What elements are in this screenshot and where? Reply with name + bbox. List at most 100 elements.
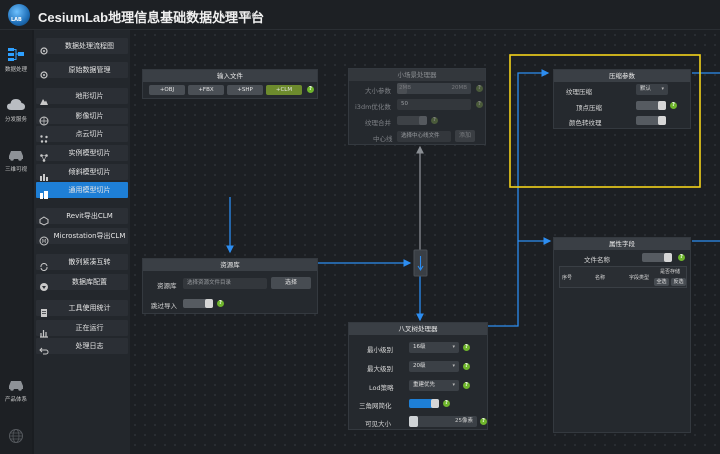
menu-item-2[interactable]: 地形切片	[36, 88, 128, 105]
texture-merge-label: 纹理合并	[365, 119, 391, 127]
menu-item-3[interactable]: 影像切片	[36, 108, 128, 126]
nav-3d-view[interactable]: 三维可视	[0, 146, 32, 173]
gear-icon	[39, 41, 49, 55]
cloud-icon	[7, 99, 25, 110]
menu-item-8[interactable]: Revit导出CLM	[36, 208, 128, 226]
add-shp-button[interactable]: +SHP	[227, 85, 263, 95]
nav-distribution[interactable]: 分发服务	[0, 96, 32, 123]
resource-library-label: 资源库	[157, 282, 177, 290]
file-name-label: 文件名称	[584, 256, 610, 264]
cesiumlab-logo-icon: LAB	[8, 4, 30, 26]
nav-label-data-process: 数据处理	[4, 67, 27, 73]
menu-item-label: 点云切片	[75, 130, 104, 138]
resource-library-node[interactable]: 资源库 资源库 选择资源文件目录 选择 跳过导入 ?	[142, 258, 318, 314]
nav-data-process[interactable]: 数据处理	[0, 46, 32, 73]
database-icon	[39, 277, 49, 291]
texture-compress-select[interactable]: 默认▾	[636, 84, 668, 95]
toggle-knob	[431, 399, 439, 408]
texture-merge-toggle[interactable]	[397, 116, 427, 125]
menu-item-0[interactable]: 数据处理流程图	[36, 38, 128, 55]
app-title: CesiumLab地理信息基础数据处理平台	[38, 10, 265, 25]
menu-item-7[interactable]: 通用模型切片	[36, 182, 128, 199]
octree-node[interactable]: 八叉树处理器 最小级别 16级▾ ? 最大级别 20级▾ ? Lod策略 重建优…	[348, 322, 488, 430]
menu-item-13[interactable]: 正在运行	[36, 320, 128, 338]
add-clm-button[interactable]: +CLM	[266, 85, 302, 95]
globe-icon	[39, 111, 49, 126]
size-min-value: 2MB	[399, 85, 412, 91]
menu-item-6[interactable]: 倾斜模型切片	[36, 164, 128, 181]
select-all-button[interactable]: 全选	[654, 278, 669, 286]
help-icon[interactable]: ?	[443, 400, 450, 407]
revit-icon	[39, 211, 49, 226]
microstation-icon: M	[39, 231, 49, 246]
min-level-value: 16级	[413, 344, 426, 350]
skip-import-toggle[interactable]	[183, 299, 213, 308]
attribute-fields-node[interactable]: 属性字段 文件名称 ? 序号 名称 字段类型 是否存储 全选 反选	[553, 237, 691, 433]
input-files-node[interactable]: 输入文件 +OBJ +FBX +SHP +CLM ?	[142, 69, 318, 99]
visible-size-slider[interactable]: 25像素	[409, 416, 477, 427]
menu-item-4[interactable]: 点云切片	[36, 126, 128, 143]
help-icon[interactable]: ?	[476, 101, 483, 108]
color-to-texture-toggle[interactable]	[636, 116, 666, 125]
menu-item-12[interactable]: 工具使用统计	[36, 300, 128, 317]
help-icon[interactable]: ?	[678, 254, 685, 261]
resource-dir-input[interactable]: 选择资源文件目录	[183, 278, 267, 289]
menu-item-14[interactable]: 处理日志	[36, 338, 128, 355]
add-center-line-button[interactable]: 添加	[455, 130, 475, 142]
add-fbx-button[interactable]: +FBX	[188, 85, 224, 95]
document-icon	[39, 303, 49, 317]
size-param-label: 大小参数	[365, 87, 391, 95]
menu-item-5[interactable]: 实例模型切片	[36, 145, 128, 162]
chart-icon	[39, 323, 49, 338]
size-param-slider[interactable]: 2MB 20MB	[397, 83, 471, 94]
center-line-label: 中心线	[373, 135, 393, 143]
help-icon[interactable]: ?	[431, 117, 438, 124]
menu-item-1[interactable]: 原始数据管理	[36, 62, 128, 79]
skip-import-label: 跳过导入	[151, 302, 177, 310]
menu-item-10[interactable]: 散列紧凑互转	[36, 254, 128, 272]
help-icon[interactable]: ?	[463, 344, 470, 351]
slider-handle[interactable]	[409, 416, 418, 427]
lod-select[interactable]: 重建优先▾	[409, 380, 459, 391]
help-icon[interactable]: ?	[670, 102, 677, 109]
menu-item-label: 正在运行	[75, 324, 104, 332]
visible-size-value: 25像素	[455, 418, 473, 424]
i3dm-input[interactable]: 50	[397, 99, 471, 110]
max-level-value: 20级	[413, 363, 426, 369]
select-dir-button[interactable]: 选择	[271, 277, 311, 289]
flow-canvas[interactable]: 输入文件 +OBJ +FBX +SHP +CLM ? 资源库 资源库 选择资源文…	[130, 30, 720, 454]
help-icon[interactable]: ?	[463, 382, 470, 389]
menu-item-11[interactable]: 数据库配置	[36, 274, 128, 291]
center-line-input[interactable]: 选择中心线文件	[397, 131, 451, 142]
input-files-title: 输入文件	[143, 70, 317, 82]
visible-size-label: 可见大小	[365, 420, 391, 428]
menu-item-label: 原始数据管理	[68, 66, 111, 74]
col-index: 序号	[561, 275, 572, 281]
invert-selection-button[interactable]: 反选	[671, 278, 686, 286]
file-name-toggle[interactable]	[642, 253, 672, 262]
compress-params-node[interactable]: 压缩参数 纹理压缩 默认▾ 顶点压缩 ? 颜色转纹理	[553, 69, 691, 129]
i3dm-label: i3dm优化数	[355, 103, 391, 111]
add-obj-button[interactable]: +OBJ	[149, 85, 185, 95]
min-level-label: 最小级别	[367, 346, 393, 354]
min-level-select[interactable]: 16级▾	[409, 342, 459, 353]
nav-products[interactable]: 产品体系	[0, 376, 32, 403]
nav-globe[interactable]	[0, 428, 32, 444]
help-icon[interactable]: ?	[217, 300, 224, 307]
attributes-title: 属性字段	[554, 238, 690, 250]
triangle-simplify-toggle[interactable]	[409, 399, 439, 408]
help-icon[interactable]: ?	[476, 85, 483, 92]
color-to-texture-label: 颜色转纹理	[569, 119, 602, 127]
col-name: 名称	[594, 275, 605, 281]
small-scene-node[interactable]: 小场景处理器 大小参数 2MB 20MB ? i3dm优化数 50 ? 纹理合并…	[348, 68, 486, 145]
help-icon[interactable]: ?	[307, 86, 314, 93]
help-icon[interactable]: ?	[463, 363, 470, 370]
help-icon[interactable]: ?	[480, 418, 487, 425]
app-version: V3.0.7最新	[222, 12, 259, 20]
max-level-select[interactable]: 20级▾	[409, 361, 459, 372]
nav-label-distribution: 分发服务	[4, 117, 27, 123]
vertex-compress-toggle[interactable]	[636, 101, 666, 110]
slider-handle[interactable]	[397, 83, 407, 94]
